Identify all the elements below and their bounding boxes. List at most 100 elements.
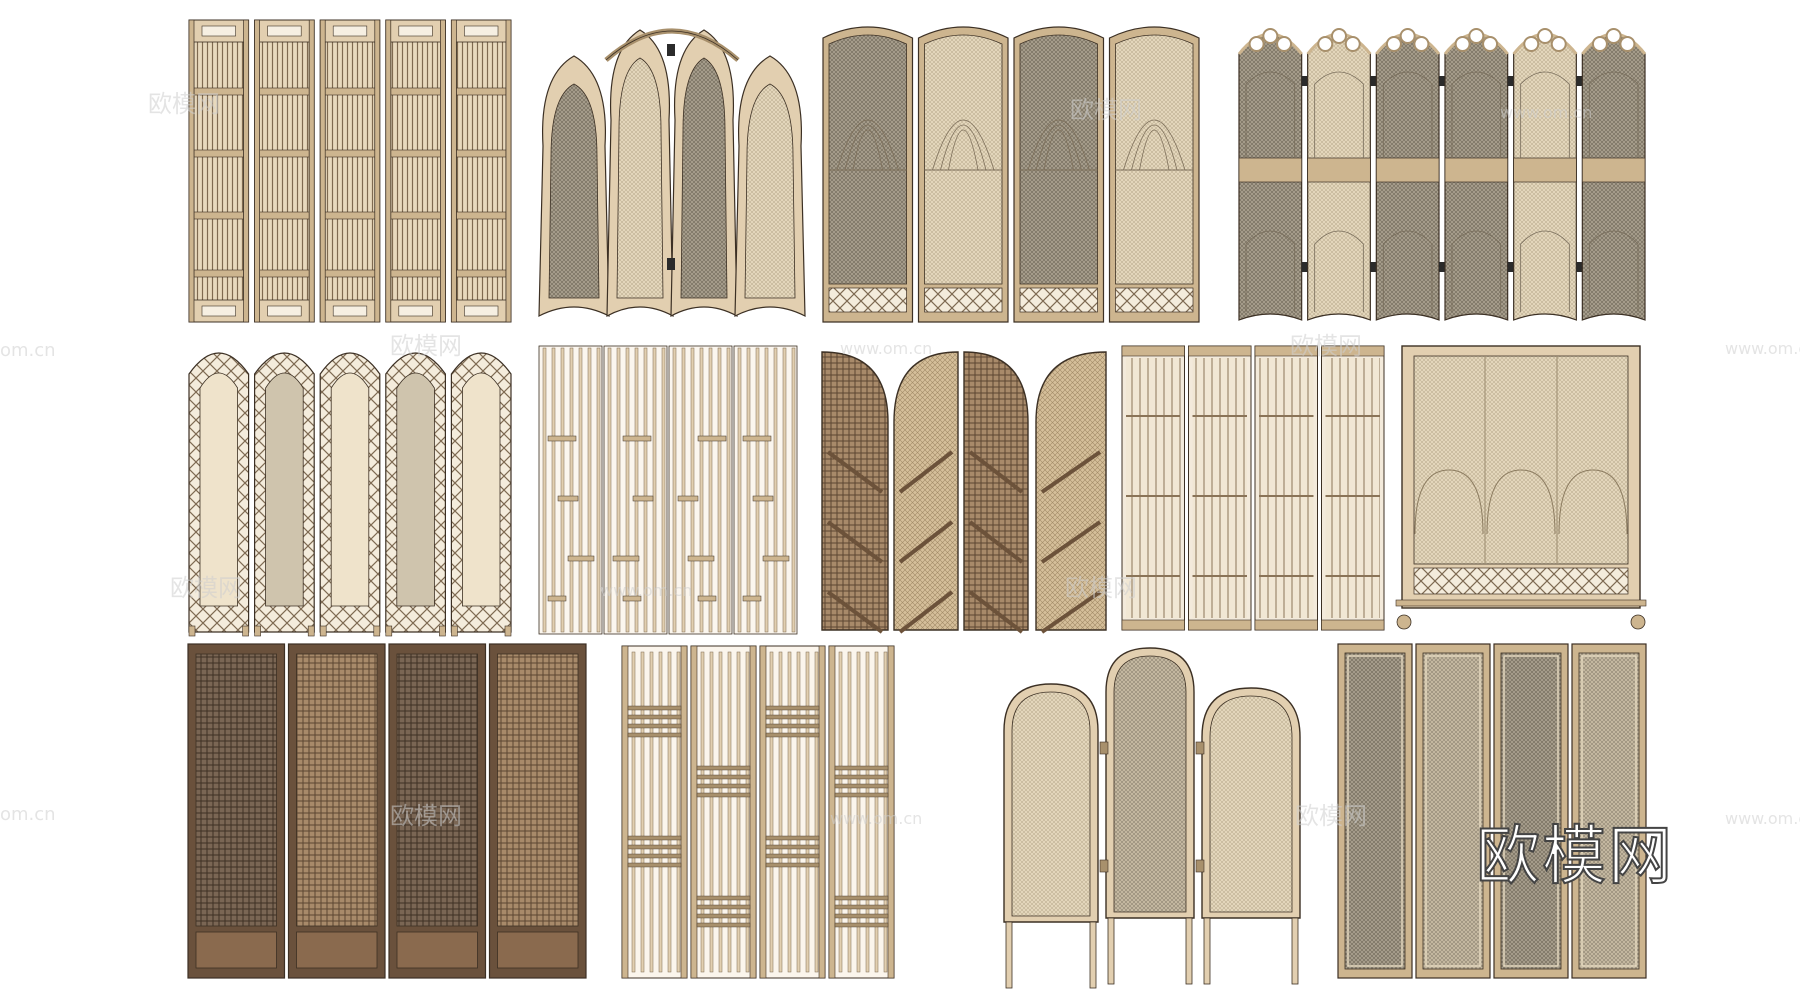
hinge — [1576, 262, 1583, 272]
slat — [560, 347, 565, 633]
horizontal-bar — [765, 705, 820, 711]
cross-rail — [456, 87, 507, 96]
horizontal-bar — [765, 853, 820, 859]
post — [319, 19, 326, 323]
cross-rail — [456, 211, 507, 220]
arch-line — [1588, 230, 1639, 312]
screen-panel — [821, 351, 889, 631]
inner-bead — [1347, 655, 1403, 967]
watermark-small: 欧模网 — [390, 802, 462, 830]
hinge — [1099, 741, 1109, 755]
post — [385, 19, 392, 323]
cross-bar — [557, 495, 579, 502]
arch-line — [948, 129, 979, 171]
cross-bar — [547, 435, 577, 442]
diagonal-rib — [968, 450, 1024, 494]
lattice-base — [1413, 567, 1629, 595]
post — [505, 19, 512, 323]
arch-line — [836, 119, 899, 171]
arch-line — [1486, 469, 1556, 535]
slat — [865, 651, 870, 973]
inner-bead — [1581, 655, 1637, 967]
horizontal-bar — [696, 913, 751, 919]
cross-rail — [259, 269, 310, 278]
watermark-edge: om.cn — [0, 804, 56, 825]
bottom-rail — [1188, 619, 1252, 631]
cross-rail — [324, 87, 376, 96]
loop-ring — [1523, 36, 1540, 52]
horizontal-bar — [765, 732, 820, 738]
slat — [569, 347, 574, 633]
loop-ring — [1537, 28, 1553, 44]
foot — [188, 625, 196, 637]
bottom-rail-slot — [201, 305, 236, 317]
horizontal-bar — [834, 765, 889, 771]
watermark-small: 欧模网 — [148, 90, 220, 118]
cane-inset — [1578, 652, 1640, 970]
horizontal-bar — [696, 783, 751, 789]
diagonal-rib — [898, 590, 954, 634]
screen-panel — [963, 351, 1029, 631]
arch-line — [1035, 124, 1082, 171]
foot — [451, 625, 458, 637]
crown-arch-outline — [605, 30, 739, 61]
hinge — [1195, 741, 1205, 755]
mid-band — [1444, 157, 1509, 183]
foot — [307, 625, 315, 637]
loop-ring — [1413, 36, 1430, 52]
cross-bar — [697, 435, 727, 442]
hinge — [1439, 262, 1445, 272]
loop-ring — [1605, 28, 1622, 44]
post — [818, 645, 826, 979]
diagonal-rib — [1040, 520, 1102, 564]
mid-band — [1581, 157, 1646, 183]
slat — [838, 651, 843, 973]
slat — [736, 651, 741, 973]
post — [621, 645, 629, 979]
watermark-small: 欧模网 — [170, 574, 242, 602]
cross-bar — [622, 595, 642, 602]
hinge — [1301, 262, 1308, 272]
half-arch-leaf-screen — [821, 351, 1107, 634]
cross-bar — [762, 555, 790, 562]
arch-line — [1123, 119, 1186, 171]
post — [887, 645, 895, 979]
arched-cane-screen — [822, 26, 1200, 323]
lattice-base — [924, 287, 1003, 313]
cross-rail — [390, 211, 441, 220]
slat — [690, 347, 695, 633]
slat — [634, 347, 639, 633]
cross-bar — [742, 595, 762, 602]
bottom-rail — [1321, 619, 1385, 631]
post — [440, 19, 446, 323]
slat — [717, 347, 722, 633]
cross-rail — [324, 211, 376, 220]
cross-rail — [259, 87, 310, 96]
string-slat-screen — [1121, 345, 1385, 631]
loop-ring — [1399, 28, 1416, 44]
foot-roll — [1396, 614, 1412, 630]
bottom-rail-slot — [398, 305, 433, 317]
string-infill — [1192, 358, 1247, 618]
loop-ring — [1482, 36, 1499, 52]
panel-infill — [193, 41, 244, 301]
arch-line — [844, 124, 891, 171]
slat — [746, 347, 751, 633]
arch-line — [1139, 129, 1170, 171]
top-rail — [1121, 345, 1185, 357]
hinge — [1507, 262, 1514, 272]
mid-band — [1307, 157, 1371, 183]
slat — [596, 347, 601, 633]
slat — [874, 651, 879, 973]
watermark-url: www.om.cn — [1725, 809, 1800, 828]
lattice-base — [828, 287, 907, 313]
cross-bar — [567, 555, 595, 562]
watermark-small: 欧模网 — [1295, 802, 1367, 830]
arch-line — [1131, 124, 1178, 171]
hinge — [1507, 76, 1514, 86]
slat — [814, 651, 819, 973]
horizontal-bar — [696, 922, 751, 928]
cane-inset — [548, 83, 600, 299]
horizontal-bar — [765, 835, 820, 841]
